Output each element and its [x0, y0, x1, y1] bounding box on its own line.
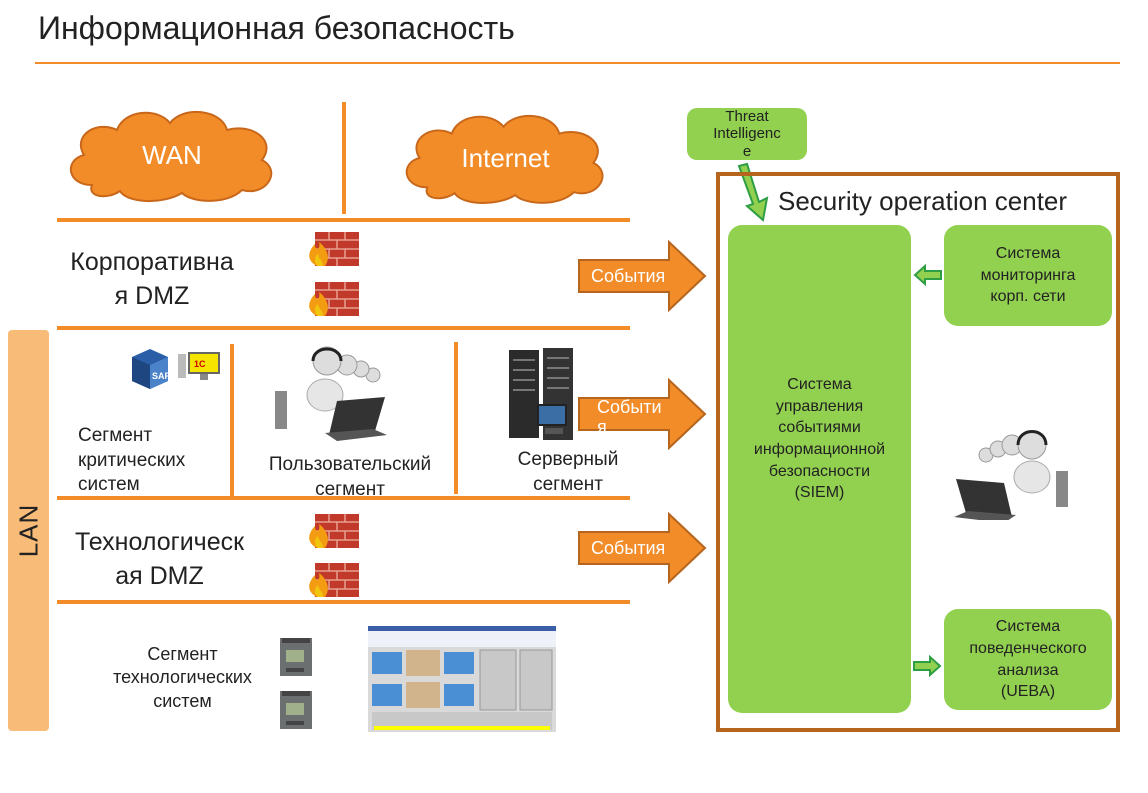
- soc-frame: [716, 172, 1120, 732]
- tech-systems-label: Сегмент технологических систем: [113, 644, 252, 711]
- divider-line: [57, 326, 630, 330]
- soc-operators-icon: [954, 430, 1068, 520]
- wan-cloud: WAN: [62, 105, 282, 205]
- page-title: Информационная безопасность: [38, 10, 515, 46]
- lan-label: LAN: [13, 503, 44, 558]
- ueba-box: Система поведенческого анализа (UEBA): [944, 609, 1112, 710]
- corp-dmz-label: Корпоративна я DMZ: [70, 248, 234, 310]
- firewall-icon: [309, 563, 359, 597]
- threat-intelligence-label: Threat Intelligenc e: [713, 108, 781, 160]
- wan-label: WAN: [142, 139, 202, 170]
- green-arrow-down-icon: [737, 162, 769, 222]
- scada-screen-icon: [368, 626, 556, 732]
- svg-text:1C: 1C: [194, 359, 206, 369]
- plc-controller-icon: [280, 638, 312, 676]
- monitoring-box: Система мониторинга корп. сети: [944, 225, 1112, 326]
- segment-divider: [230, 344, 234, 496]
- operators-icon: [275, 346, 387, 441]
- firewall-icon: [309, 282, 359, 316]
- divider-line: [57, 600, 630, 604]
- events-arrow-lan: Событи я: [577, 378, 707, 450]
- events-label: События: [591, 537, 666, 558]
- events-arrow-tech-dmz: События: [577, 512, 707, 584]
- events-arrow-corp-dmz: События: [577, 240, 707, 312]
- siem-label: Система управления событиями информацион…: [753, 376, 886, 502]
- threat-intelligence-box: Threat Intelligenc e: [687, 108, 807, 160]
- lan-bar: [8, 330, 49, 731]
- sap-cube-icon: SAP: [132, 349, 170, 389]
- soc-title: Security operation center: [778, 186, 1068, 216]
- firewall-icon: [309, 232, 359, 266]
- user-segment-label: Пользовательский сегмент: [268, 454, 432, 500]
- segment-divider: [454, 342, 458, 494]
- firewall-icon: [309, 514, 359, 548]
- cloud-icon: [405, 114, 604, 204]
- events-label: События: [591, 265, 666, 286]
- internet-cloud: Internet: [398, 108, 613, 208]
- server-segment-label: Серверный сегмент: [517, 449, 619, 495]
- svg-text:SAP: SAP: [152, 371, 170, 381]
- cloud-icon: [69, 110, 273, 203]
- plc-controller-icon: [280, 691, 312, 729]
- divider-line: [57, 496, 630, 500]
- internet-label: Internet: [461, 142, 550, 173]
- title-underline: [35, 62, 1120, 64]
- green-arrow-right-icon: [913, 655, 942, 677]
- server-rack-icon: [509, 348, 573, 440]
- divider-line: [57, 218, 630, 222]
- lan-label-wrap: LAN: [8, 330, 49, 731]
- siem-box: Система управления событиями информацион…: [728, 225, 911, 713]
- ueba-label: Система поведенческого анализа (UEBA): [969, 618, 1087, 701]
- cloud-divider: [342, 102, 346, 214]
- events-label: Событи я: [597, 397, 662, 437]
- 1c-computer-icon: 1C: [178, 352, 220, 380]
- tech-dmz-label: Технологическ ая DMZ: [74, 528, 245, 590]
- critical-segment-label: Сегмент критических систем: [78, 425, 186, 496]
- green-arrow-left-icon: [913, 264, 942, 286]
- monitoring-label: Система мониторинга корп. сети: [980, 245, 1076, 306]
